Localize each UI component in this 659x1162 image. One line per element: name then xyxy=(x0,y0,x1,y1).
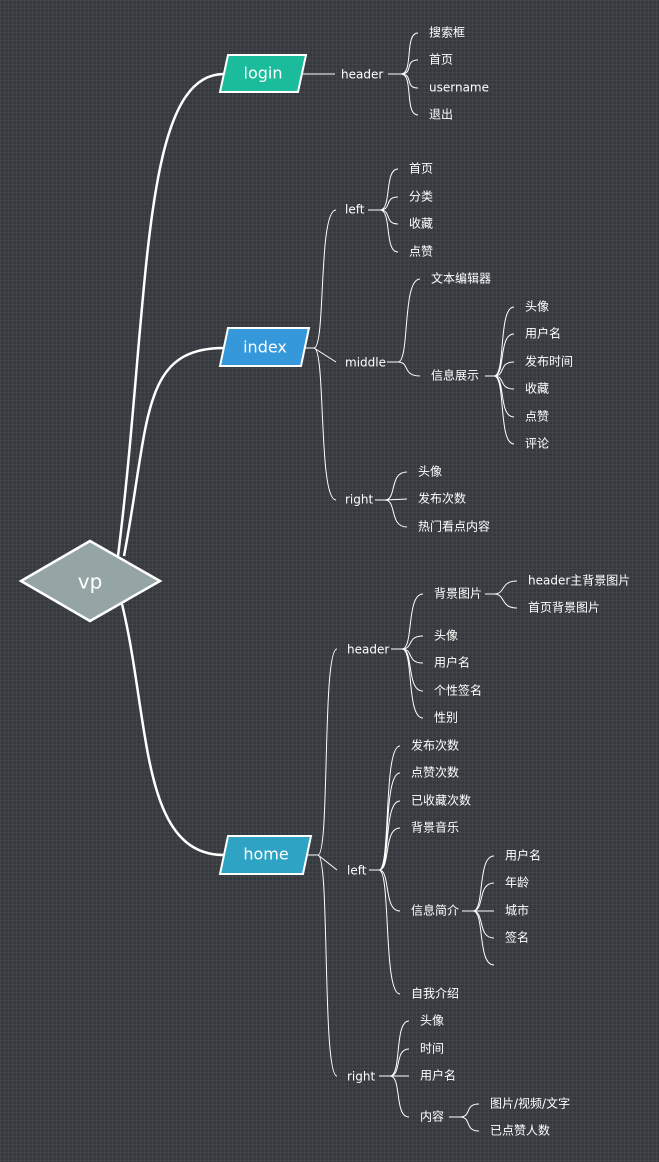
node-index-info-item: 发布时间 xyxy=(525,354,573,369)
node-home-bg-item: header主背景图片 xyxy=(528,574,630,588)
node-home-right-item: 时间 xyxy=(420,1042,444,1056)
node-login-header: header xyxy=(341,68,383,82)
root-connectors xyxy=(116,72,225,857)
root-to-index-connector xyxy=(122,346,225,557)
node-home-profile-item: 城市 xyxy=(505,903,529,918)
node-index-right-item: 热门看点内容 xyxy=(418,519,490,534)
node-index-left-item: 收藏 xyxy=(409,217,433,231)
node-home-header: header xyxy=(347,643,389,657)
root-node-shape xyxy=(18,539,163,623)
node-home-header-item: 个性签名 xyxy=(434,683,482,698)
node-home-profile-item: 用户名 xyxy=(505,848,541,863)
node-index-info-item: 点赞 xyxy=(525,410,549,424)
node-index-info-item: 收藏 xyxy=(525,382,549,396)
node-login-header-item: 搜索框 xyxy=(429,25,465,40)
node-home-right-item: 内容 xyxy=(420,1109,444,1124)
branch-node-home[interactable]: home xyxy=(218,835,313,875)
node-index-left: left xyxy=(345,203,365,217)
node-index-right-item: 发布次数 xyxy=(418,491,466,506)
branch-node-login[interactable]: login xyxy=(218,54,308,93)
node-home-left-item: 点赞次数 xyxy=(411,765,459,780)
node-index-info-item: 头像 xyxy=(525,300,549,314)
node-home-left-item: 背景音乐 xyxy=(411,820,459,835)
branch-node-index[interactable]: index xyxy=(218,327,311,367)
root-to-login-connector xyxy=(116,72,225,557)
node-home-left: left xyxy=(347,864,367,878)
node-home-profile-item: 签名 xyxy=(505,930,529,945)
node-home-right: right xyxy=(347,1070,375,1084)
node-index-middle: middle xyxy=(345,356,386,370)
branch-label-index: index xyxy=(243,338,287,357)
node-home-right-item: 用户名 xyxy=(420,1068,456,1083)
node-login-header-item: 退出 xyxy=(429,108,453,122)
node-home-content-item: 图片/视频/文字 xyxy=(490,1096,570,1111)
node-home-content-item: 已点赞人数 xyxy=(490,1123,550,1138)
node-index-left-item: 分类 xyxy=(409,190,433,204)
node-home-header-item: 背景图片 xyxy=(434,587,482,601)
node-home-left-item: 已收藏次数 xyxy=(411,793,471,808)
branch-label-home: home xyxy=(243,845,288,864)
node-index-middle-item: 信息展示 xyxy=(431,368,479,383)
node-home-header-item: 头像 xyxy=(434,629,458,643)
node-index-middle-item: 文本编辑器 xyxy=(431,271,491,286)
branch-label-login: login xyxy=(244,64,283,83)
node-index-left-item: 首页 xyxy=(409,162,433,176)
node-index-right-item: 头像 xyxy=(418,465,442,479)
node-index-right: right xyxy=(345,493,373,507)
node-index-info-item: 用户名 xyxy=(525,326,561,341)
node-home-right-item: 头像 xyxy=(420,1014,444,1028)
node-home-bg-item: 首页背景图片 xyxy=(528,601,600,615)
node-home-header-item: 用户名 xyxy=(434,655,470,670)
node-index-left-item: 点赞 xyxy=(409,245,433,259)
root-to-home-connector xyxy=(120,603,225,857)
node-login-header-item: 首页 xyxy=(429,53,453,67)
node-home-profile-item: 年龄 xyxy=(505,876,529,890)
node-home-header-item: 性别 xyxy=(434,711,458,725)
node-index-info-item: 评论 xyxy=(525,437,549,451)
node-home-left-item: 自我介绍 xyxy=(411,987,459,1001)
thin-connectors xyxy=(303,32,518,1132)
node-home-left-item: 发布次数 xyxy=(411,738,459,753)
root-label: vp xyxy=(78,570,103,594)
node-home-left-item: 信息简介 xyxy=(411,903,459,918)
node-login-header-item: username xyxy=(429,81,489,95)
